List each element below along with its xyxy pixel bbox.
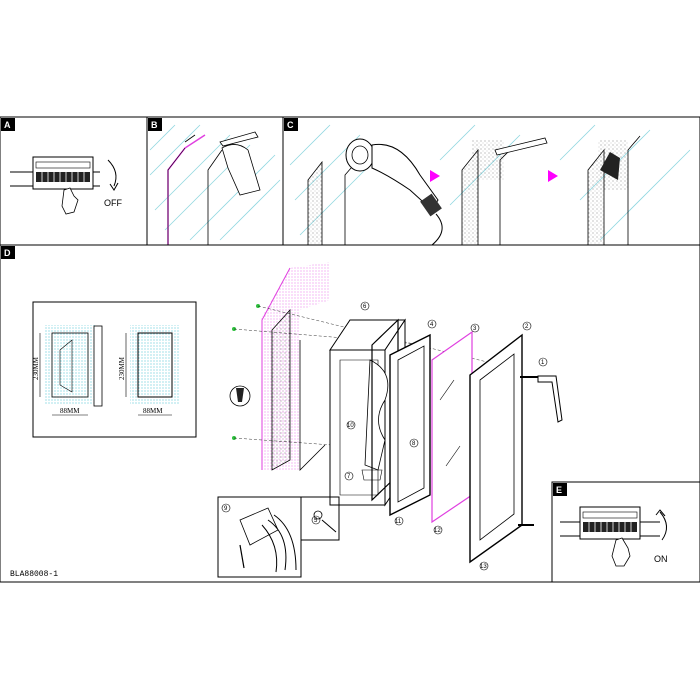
circuit-breaker-icon: [560, 506, 660, 540]
allen-key-icon: [537, 375, 563, 423]
dim-width-left: 88MM: [60, 407, 80, 415]
hand-icon: [611, 537, 631, 567]
step-letter: C: [287, 120, 294, 130]
part-number: 10: [347, 423, 354, 429]
next-arrow-icon: [430, 170, 440, 182]
hand-icon: [61, 187, 79, 215]
step-letter: D: [4, 248, 11, 258]
step-badge: [1, 118, 15, 131]
step-letter: E: [556, 485, 562, 495]
part-number: 11: [395, 519, 402, 525]
part-number: 5: [314, 518, 318, 524]
part-number: 4: [430, 322, 434, 328]
panel-d: D 230MM 88MM 230MM 88MM: [0, 244, 700, 583]
inner-frame: [371, 318, 431, 517]
rotate-arrow-icon: [107, 159, 117, 187]
wall-hatch: [149, 124, 281, 241]
dim-width-right: 88MM: [143, 407, 163, 415]
screwdriver-icon: [239, 544, 245, 569]
bulb-icon: [364, 359, 389, 471]
pencil-hand-icon: [219, 131, 261, 196]
terminal-block-icon: [239, 507, 279, 546]
panel-e: E ON: [551, 481, 700, 583]
part-number: 7: [347, 474, 351, 480]
wall-section: [229, 262, 521, 471]
panel-a: A OFF: [0, 116, 148, 246]
part-callouts: 1 2 3 4 5 6 7 8 9 10 11 12 13: [221, 301, 548, 571]
off-label: OFF: [104, 198, 122, 208]
chisel-icon: [494, 137, 548, 156]
panel-c: C: [282, 116, 700, 246]
circuit-breaker-icon: [10, 156, 100, 190]
dim-height-left: 230MM: [32, 356, 40, 380]
wiring-inset: [217, 496, 340, 578]
dim-height-right: 230MM: [118, 356, 126, 380]
part-number: 9: [224, 506, 228, 512]
on-label: ON: [654, 554, 668, 564]
front-frame: [469, 333, 523, 564]
part-number: 3: [473, 326, 477, 332]
next-arrow-icon: [548, 170, 558, 182]
angle-grinder-icon: [345, 138, 443, 246]
part-number: 8: [412, 441, 416, 447]
model-code: BLA88008-1: [10, 570, 58, 579]
direction-arrow-icon: [184, 134, 196, 143]
dimension-inset: 230MM 88MM 230MM 88MM: [32, 301, 197, 438]
part-number: 13: [480, 564, 487, 570]
step-letter: A: [4, 120, 11, 130]
step-letter: B: [151, 120, 158, 130]
part-number: 2: [525, 324, 529, 330]
part-number: 1: [541, 360, 545, 366]
part-number: 6: [363, 304, 367, 310]
glass-panel: [431, 330, 473, 524]
part-number: 12: [434, 528, 441, 534]
panel-b: B: [146, 116, 284, 246]
rotate-arrow-icon: [659, 511, 667, 541]
